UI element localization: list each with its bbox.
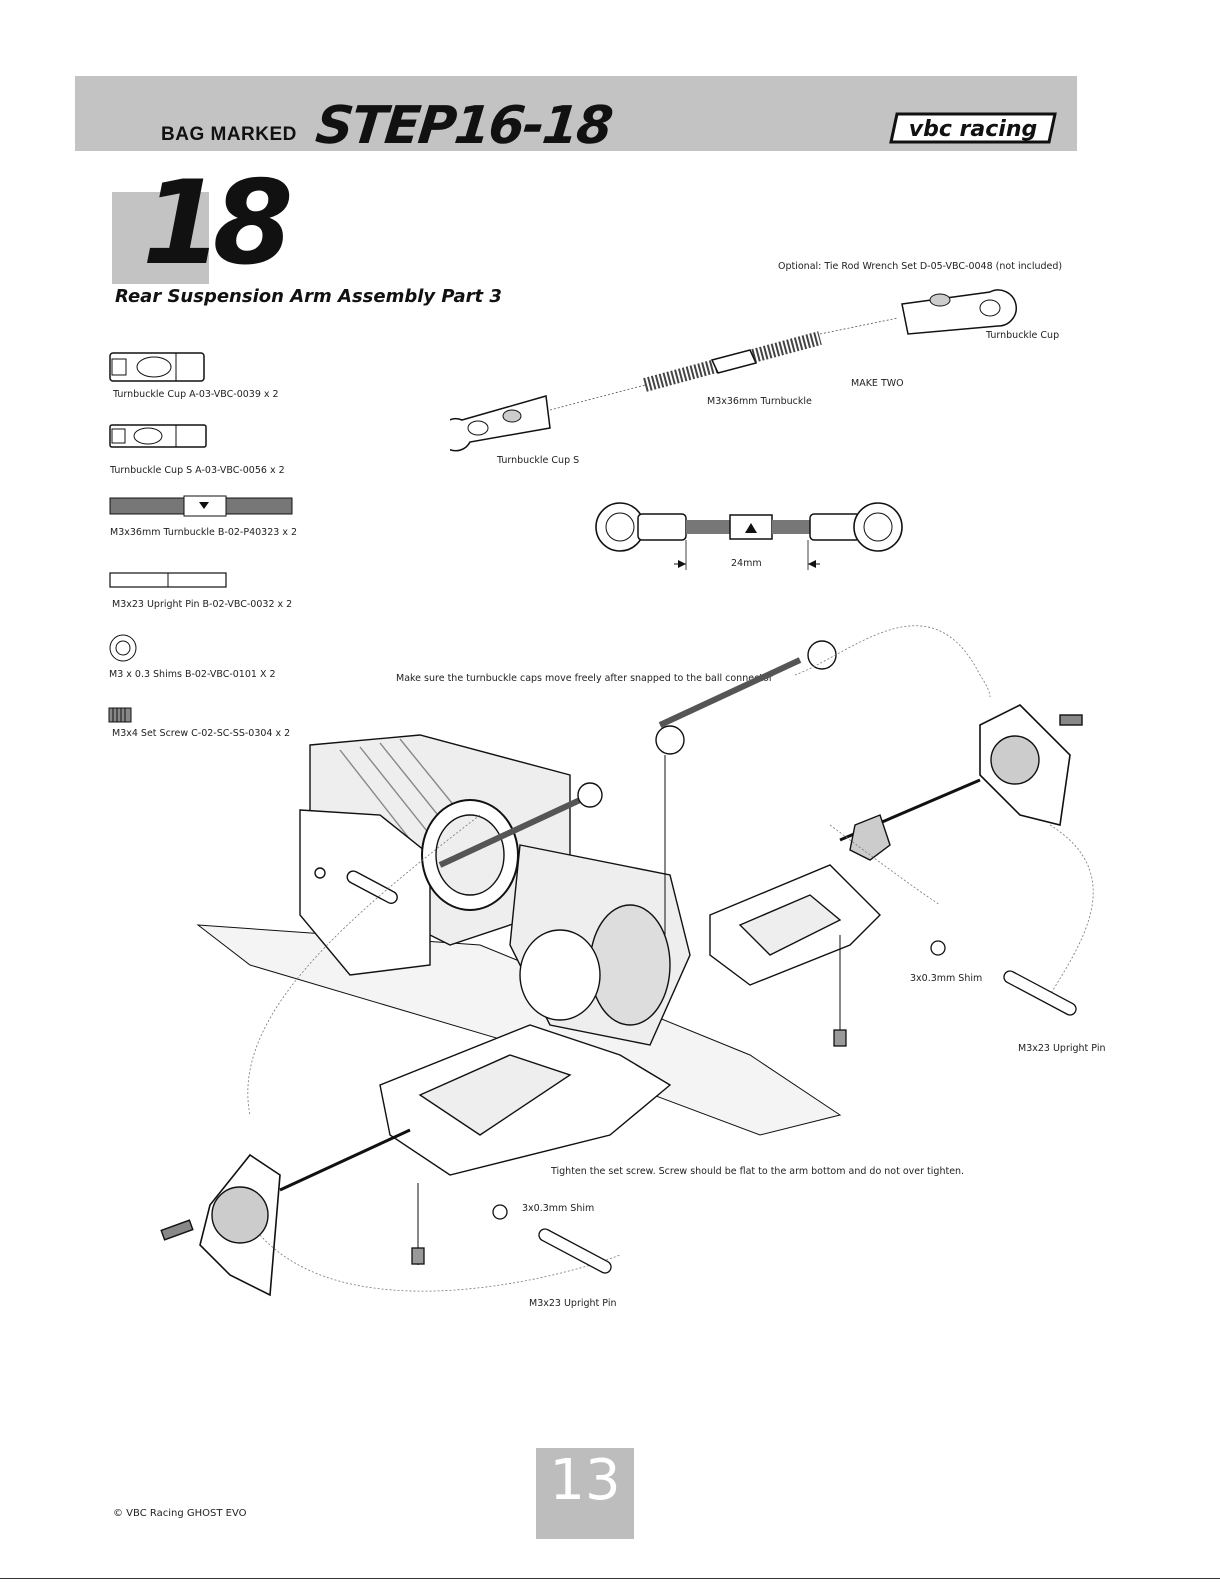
- shim-icon: [109, 634, 137, 662]
- vbc-racing-logo: vbc racing: [889, 112, 1057, 144]
- part-label-shim: M3 x 0.3 Shims B-02-VBC-0101 X 2: [109, 669, 276, 680]
- copyright-footer: © VBC Racing GHOST EVO: [113, 1508, 247, 1519]
- part-label-upright-pin: M3x23 Upright Pin B-02-VBC-0032 x 2: [112, 599, 293, 610]
- turnbuckle-icon: [109, 495, 293, 517]
- step-range-title: STEP16-18: [312, 96, 615, 156]
- part-label-set-screw: M3x4 Set Screw C-02-SC-SS-0304 x 2: [112, 728, 291, 739]
- shim-left-callout: 3x0.3mm Shim: [522, 1203, 595, 1214]
- assembled-turnbuckle-drawing: [595, 502, 903, 570]
- page-number: 13: [549, 1448, 621, 1513]
- bottom-rule: [0, 1578, 1220, 1579]
- make-two-callout: MAKE TWO: [851, 378, 904, 389]
- shim-right-callout: 3x0.3mm Shim: [910, 973, 983, 984]
- upright-pin-icon: [109, 572, 227, 588]
- step-title: Rear Suspension Arm Assembly Part 3: [115, 286, 502, 307]
- part-label-turnbuckle: M3x36mm Turnbuckle B-02-P40323 x 2: [110, 527, 298, 538]
- set-screw-icon: [108, 707, 132, 723]
- part-label-turnbuckle-cup: Turnbuckle Cup A-03-VBC-0039 x 2: [113, 389, 279, 400]
- turnbuckle-callout: M3x36mm Turnbuckle: [707, 396, 812, 407]
- bag-marked-label: BAG MARKED: [161, 124, 297, 145]
- turnbuckle-cup-s-callout: Turnbuckle Cup S: [497, 455, 580, 466]
- step-number: 18: [142, 156, 293, 291]
- svg-text:vbc racing: vbc racing: [909, 117, 1037, 142]
- upright-pin-right-callout: M3x23 Upright Pin: [1018, 1043, 1106, 1054]
- caps-free-note: Make sure the turnbuckle caps move freel…: [396, 673, 773, 684]
- page-number-box: [536, 1448, 634, 1539]
- turnbuckle-cup-icon: [109, 352, 205, 382]
- length-dimension: 24mm: [731, 558, 762, 569]
- turnbuckle-cup-callout: Turnbuckle Cup: [986, 330, 1060, 341]
- turnbuckle-exploded-diagram: [450, 289, 1017, 570]
- turnbuckle-cup-drawing: [901, 289, 1017, 335]
- part-label-turnbuckle-cup-s: Turnbuckle Cup S A-03-VBC-0056 x 2: [110, 465, 285, 476]
- rear-suspension-assembly-drawing: [160, 625, 1094, 1297]
- set-screw-note: Tighten the set screw. Screw should be f…: [551, 1166, 965, 1177]
- turnbuckle-cup-s-icon: [109, 424, 207, 448]
- turnbuckle-rod-drawing: [643, 331, 822, 392]
- upright-pin-left-callout: M3x23 Upright Pin: [529, 1298, 617, 1309]
- optional-tool-note: Optional: Tie Rod Wrench Set D-05-VBC-00…: [778, 261, 1063, 272]
- turnbuckle-cup-s-drawing: [450, 395, 551, 452]
- step-number-box: [112, 192, 209, 284]
